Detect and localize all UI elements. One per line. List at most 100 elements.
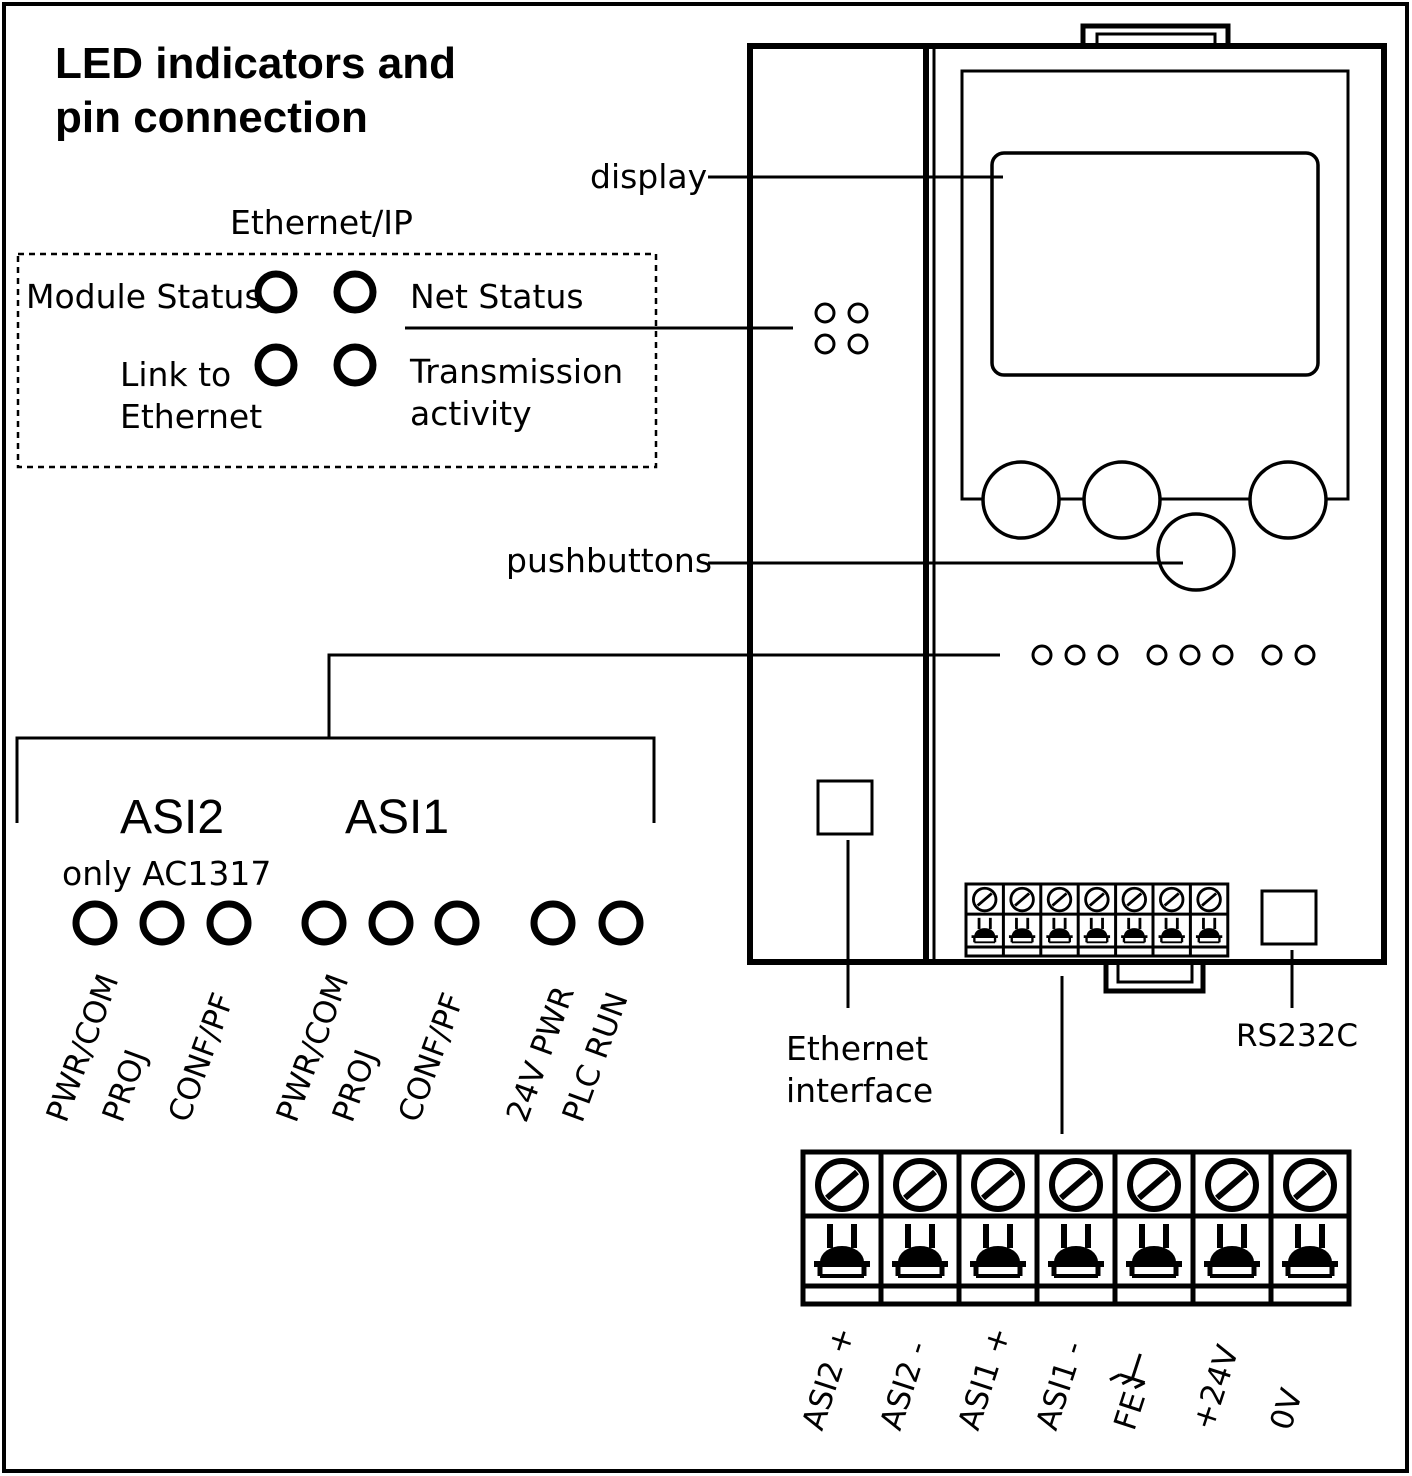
asi-led-labels: PWR/COM PROJ CONF/PF PWR/COM PROJ CONF/P…	[40, 970, 636, 1127]
terminal-unit	[1076, 884, 1116, 956]
screw-icon	[972, 886, 998, 913]
clamp-icon	[1195, 917, 1223, 944]
device	[747, 23, 1387, 994]
screw-icon	[1121, 886, 1147, 913]
screw-icon	[1283, 1158, 1337, 1212]
asi-led	[72, 900, 118, 946]
asi2-note: only AC1317	[62, 854, 271, 893]
terminal-label-asi2-minus: ASI2 -	[873, 1337, 935, 1434]
asi-led	[139, 900, 185, 946]
asi-led	[434, 900, 480, 946]
screw-icon	[1205, 1158, 1259, 1212]
screw-icon	[1049, 1158, 1103, 1212]
asi1-heading: ASI1	[345, 791, 449, 844]
terminal-unit	[966, 886, 1004, 944]
ethernet-port	[816, 779, 874, 836]
screw-icon	[815, 1158, 869, 1212]
terminal-labels: ASI2 + ASI2 - ASI1 + ASI1 - FE +24V 0V	[795, 1323, 1310, 1435]
pushbuttons-label: pushbuttons	[506, 541, 712, 580]
clamp-icon	[1121, 917, 1148, 944]
top-clip	[1080, 23, 1231, 46]
terminal-label-asi2-plus: ASI2 +	[795, 1323, 862, 1435]
asi2-conf-pf-label: CONF/PF	[162, 988, 242, 1126]
screw-icon	[893, 1158, 947, 1212]
title-line-2: pin connection	[55, 93, 368, 142]
display-label: display	[590, 157, 707, 196]
clamp-icon	[1126, 1224, 1182, 1278]
ground-icon	[1109, 1353, 1146, 1390]
clamp-icon	[1158, 917, 1185, 944]
terminal-label-0v: 0V	[1263, 1384, 1310, 1434]
terminal-block	[800, 1149, 1352, 1307]
terminal-unit	[1114, 884, 1153, 956]
clamp-icon	[971, 917, 998, 944]
clamp-icon	[1048, 1224, 1104, 1278]
screw-icon	[1196, 886, 1222, 913]
transmission-activity-led	[333, 343, 377, 387]
bottom-clip	[1103, 962, 1206, 994]
rs232c-port	[1260, 889, 1318, 946]
rs232c-label: RS232C	[1236, 1018, 1358, 1054]
title-line-1: LED indicators and	[55, 39, 456, 88]
screw-icon	[971, 1158, 1025, 1212]
screw-icon	[1159, 886, 1185, 913]
device-ethernet-leds	[814, 302, 869, 355]
pushbutton	[981, 460, 1061, 540]
clamp-icon	[1083, 917, 1111, 944]
ethernet-ip-box	[16, 252, 658, 469]
terminal-unit	[1151, 884, 1191, 956]
asi2-heading: ASI2	[120, 791, 224, 844]
pushbutton	[1156, 512, 1236, 592]
terminal-unit	[1112, 1152, 1193, 1304]
link-to-ethernet-led	[254, 343, 298, 387]
asi-led	[206, 900, 252, 946]
transmission-activity-label-2: activity	[410, 394, 532, 433]
ethernet-interface-label-2: interface	[786, 1071, 933, 1110]
terminal-unit	[803, 1158, 881, 1278]
terminal-label-asi1-plus: ASI1 +	[951, 1323, 1018, 1435]
module-status-label: Module Status	[26, 277, 262, 316]
screw-icon	[1084, 886, 1110, 913]
net-status-label: Net Status	[410, 277, 584, 316]
screw-icon	[1009, 886, 1035, 913]
clamp-icon	[970, 1224, 1026, 1278]
asi-led-row	[72, 900, 644, 946]
terminal-label-fe: FE	[1107, 1388, 1153, 1435]
asi-led	[530, 900, 576, 946]
terminal-unit	[878, 1152, 959, 1304]
clamp-icon	[1204, 1224, 1260, 1278]
asi-led	[301, 900, 347, 946]
pushbutton	[1248, 460, 1328, 540]
device-terminal-block	[964, 882, 1230, 958]
clamp-icon	[1046, 917, 1073, 944]
clamp-icon	[814, 1224, 870, 1278]
display-screen	[990, 151, 1320, 377]
module-status-led	[254, 270, 298, 314]
pushbutton	[1082, 460, 1162, 540]
terminal-unit	[1039, 884, 1079, 956]
terminal-unit	[1268, 1152, 1349, 1304]
terminal-unit	[956, 1152, 1037, 1304]
clamp-icon	[892, 1224, 948, 1278]
terminal-unit	[1190, 1152, 1271, 1304]
clamp-icon	[1282, 1224, 1338, 1278]
screw-icon	[1046, 886, 1073, 913]
screw-icon	[1127, 1158, 1181, 1212]
transmission-activity-label-1: Transmission	[409, 352, 623, 391]
net-status-led	[333, 270, 377, 314]
device-status-leds	[1031, 644, 1316, 666]
asi2-proj-label: PROJ	[96, 1045, 155, 1127]
terminal-unit	[1188, 884, 1228, 956]
terminal-unit	[1034, 1152, 1115, 1304]
ethernet-interface-label-1: Ethernet	[786, 1029, 928, 1068]
pushbuttons	[981, 460, 1328, 592]
link-to-ethernet-label-2: Ethernet	[120, 397, 262, 436]
ethernet-ip-heading: Ethernet/IP	[230, 203, 413, 242]
terminal-unit	[1001, 884, 1041, 956]
clamp-icon	[1008, 917, 1036, 944]
terminal-label-24v: +24V	[1185, 1341, 1246, 1435]
asi1-conf-pf-label: CONF/PF	[392, 988, 472, 1126]
link-to-ethernet-label-1: Link to	[120, 355, 231, 394]
